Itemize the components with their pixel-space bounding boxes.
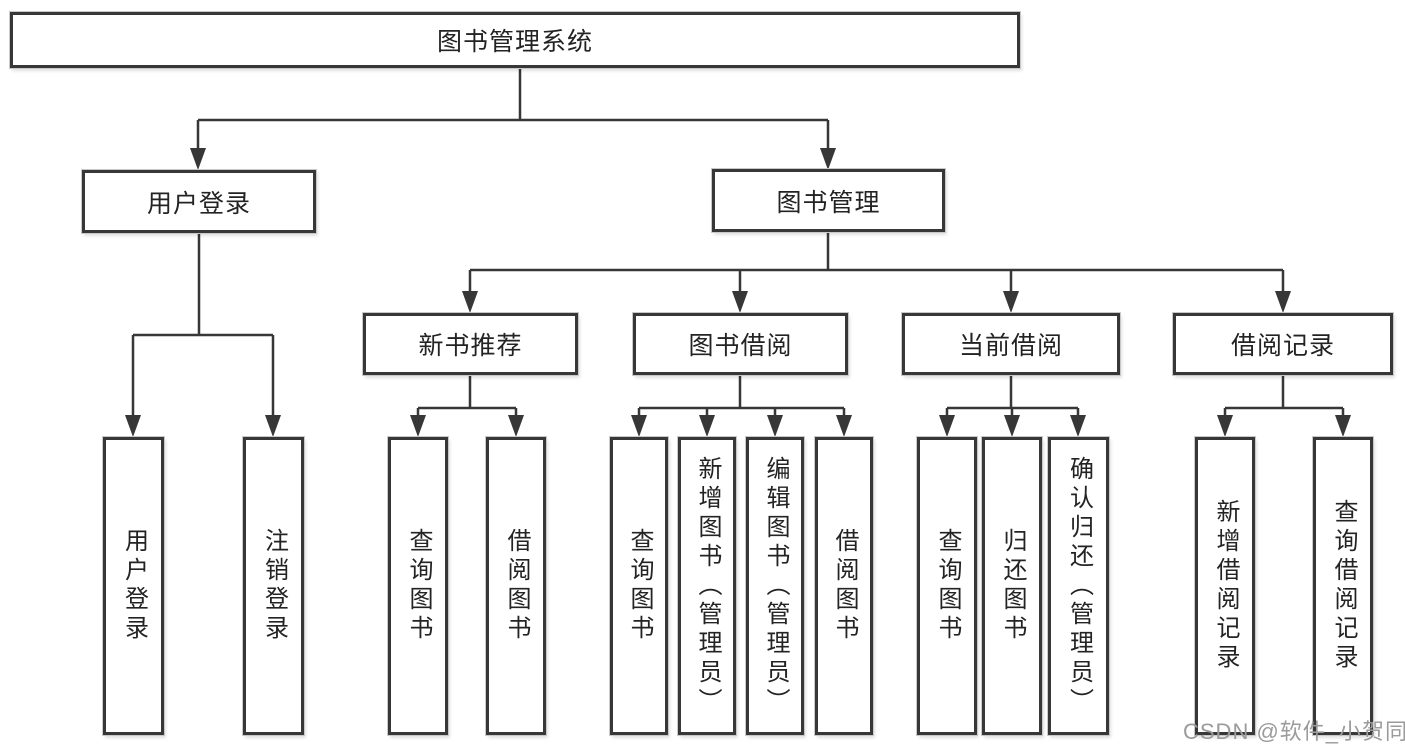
leaf-user-login: 用户登录 (103, 437, 164, 735)
leaf-add-book-admin: 新增图书（管理员） (678, 437, 736, 735)
node-root: 图书管理系统 (10, 12, 1020, 68)
leaf-label: 查询借阅记录 (1330, 499, 1357, 673)
node-borrowing-records: 借阅记录 (1173, 313, 1393, 375)
leaf-label: 注销登录 (260, 528, 288, 644)
arrowhead (190, 148, 206, 170)
connector-book-borrowing (637, 375, 846, 417)
arrowhead (820, 148, 836, 170)
arrowhead (265, 415, 281, 437)
arrowhead (1004, 415, 1020, 437)
arrowhead (1217, 415, 1233, 437)
arrowhead (1003, 291, 1019, 313)
leaf-borrow-books-recommend: 借阅图书 (486, 437, 546, 735)
connector-new-book-recommendation (416, 375, 518, 417)
arrowhead (767, 415, 783, 437)
arrowhead (732, 291, 748, 313)
arrowhead (631, 415, 647, 437)
leaf-label: 查询图书 (626, 528, 653, 644)
leaf-label: 查询图书 (405, 528, 432, 644)
leaf-label: 新增图书（管理员） (694, 455, 721, 717)
leaf-return-books: 归还图书 (982, 437, 1042, 735)
leaf-label: 确认归还（管理员） (1065, 455, 1093, 717)
arrowhead (1070, 415, 1086, 437)
leaf-borrow-books-borrowing: 借阅图书 (815, 437, 873, 735)
arrowhead (1275, 291, 1291, 313)
connector-book-management (468, 232, 1285, 293)
arrowhead (125, 415, 141, 437)
connector-borrowing-records (1223, 375, 1345, 417)
leaf-logout: 注销登录 (243, 437, 304, 735)
csdn-watermark: CSDN @软件_小贺同学 (1183, 719, 1405, 744)
leaf-query-borrow-record: 查询借阅记录 (1313, 437, 1373, 735)
leaf-confirm-return-admin: 确认归还（管理员） (1048, 437, 1109, 735)
node-new-book-recommendation: 新书推荐 (363, 313, 578, 375)
arrowhead (939, 415, 955, 437)
node-book-borrowing: 图书借阅 (633, 313, 848, 375)
connector-root-to-level2 (196, 68, 830, 150)
node-book-management: 图书管理 (712, 169, 945, 232)
node-current-borrowing: 当前借阅 (902, 313, 1120, 375)
node-user-login: 用户登录 (82, 170, 316, 233)
arrowhead (1335, 415, 1351, 437)
leaf-label: 归还图书 (999, 528, 1026, 644)
leaf-query-books-borrowing: 查询图书 (610, 437, 668, 735)
leaf-label: 新增借阅记录 (1212, 499, 1239, 673)
leaf-add-borrow-record: 新增借阅记录 (1195, 437, 1255, 735)
leaf-label: 编辑图书（管理员） (762, 455, 789, 717)
leaf-query-books-current: 查询图书 (917, 437, 977, 735)
arrowhead (836, 415, 852, 437)
connector-current-borrowing (945, 375, 1080, 417)
leaf-label: 用户登录 (120, 528, 148, 644)
leaf-label: 查询图书 (934, 528, 961, 644)
leaf-edit-book-admin: 编辑图书（管理员） (746, 437, 804, 735)
arrowhead (410, 415, 426, 437)
arrowhead (699, 415, 715, 437)
leaf-label: 借阅图书 (503, 528, 530, 644)
leaf-query-books-recommend: 查询图书 (388, 437, 448, 735)
connector-user-login (131, 233, 275, 417)
leaf-label: 借阅图书 (831, 528, 858, 644)
arrowhead (508, 415, 524, 437)
arrowhead (462, 291, 478, 313)
